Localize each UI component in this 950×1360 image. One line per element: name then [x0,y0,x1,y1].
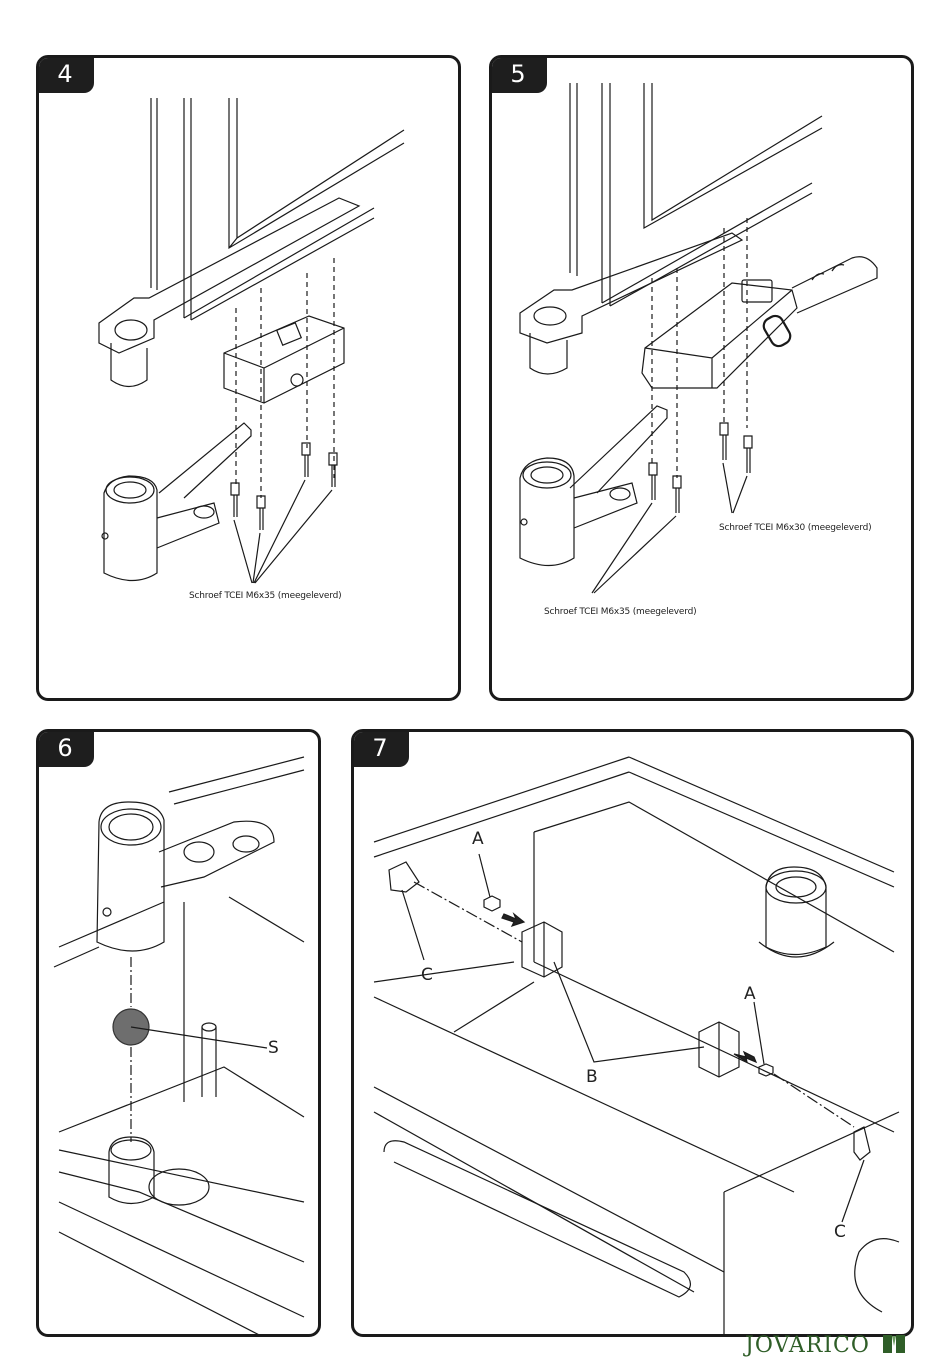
step-5-panel: 5 Schroef TCEI M6x30 (me [489,55,914,701]
step-number-badge: 6 [39,732,94,767]
step-5-illustration [519,83,878,594]
arrow-icon [733,1050,758,1064]
nut-a [483,895,501,912]
step-number-badge: 5 [492,58,547,93]
label-a: A [472,829,484,849]
screw-icon [648,422,753,513]
label-c: C [834,1222,846,1242]
screw-icon [230,442,338,530]
step-number-badge: 7 [354,732,409,767]
label-c: C [421,965,433,985]
label-a: A [744,984,756,1004]
step-number-badge: 4 [39,58,94,93]
brand-name: JOVARICO [745,1333,870,1358]
brand-logo: JOVARICO [745,1333,906,1358]
step-4-illustration [98,98,405,584]
step-6-panel: 6 S [36,729,321,1337]
arrow-icon [501,912,526,928]
screw-caption-m6x35: Schroef TCEI M6x35 (meegeleverd) [544,607,697,617]
step-6-illustration [53,756,305,1334]
step-7-panel: 7 A A B C C [351,729,914,1337]
step-7-illustration [373,756,900,1334]
label-s: S [268,1038,279,1058]
step-4-panel: 4 Schroef TCEI M6x35 (me [36,55,461,701]
screw-caption-m6x30: Schroef TCEI M6x30 (meegeleverd) [719,523,872,533]
nut-a [758,1063,774,1077]
screw-caption: Schroef TCEI M6x35 (meegeleverd) [189,591,342,601]
logo-mark-icon [882,1335,905,1353]
label-b: B [586,1067,598,1087]
